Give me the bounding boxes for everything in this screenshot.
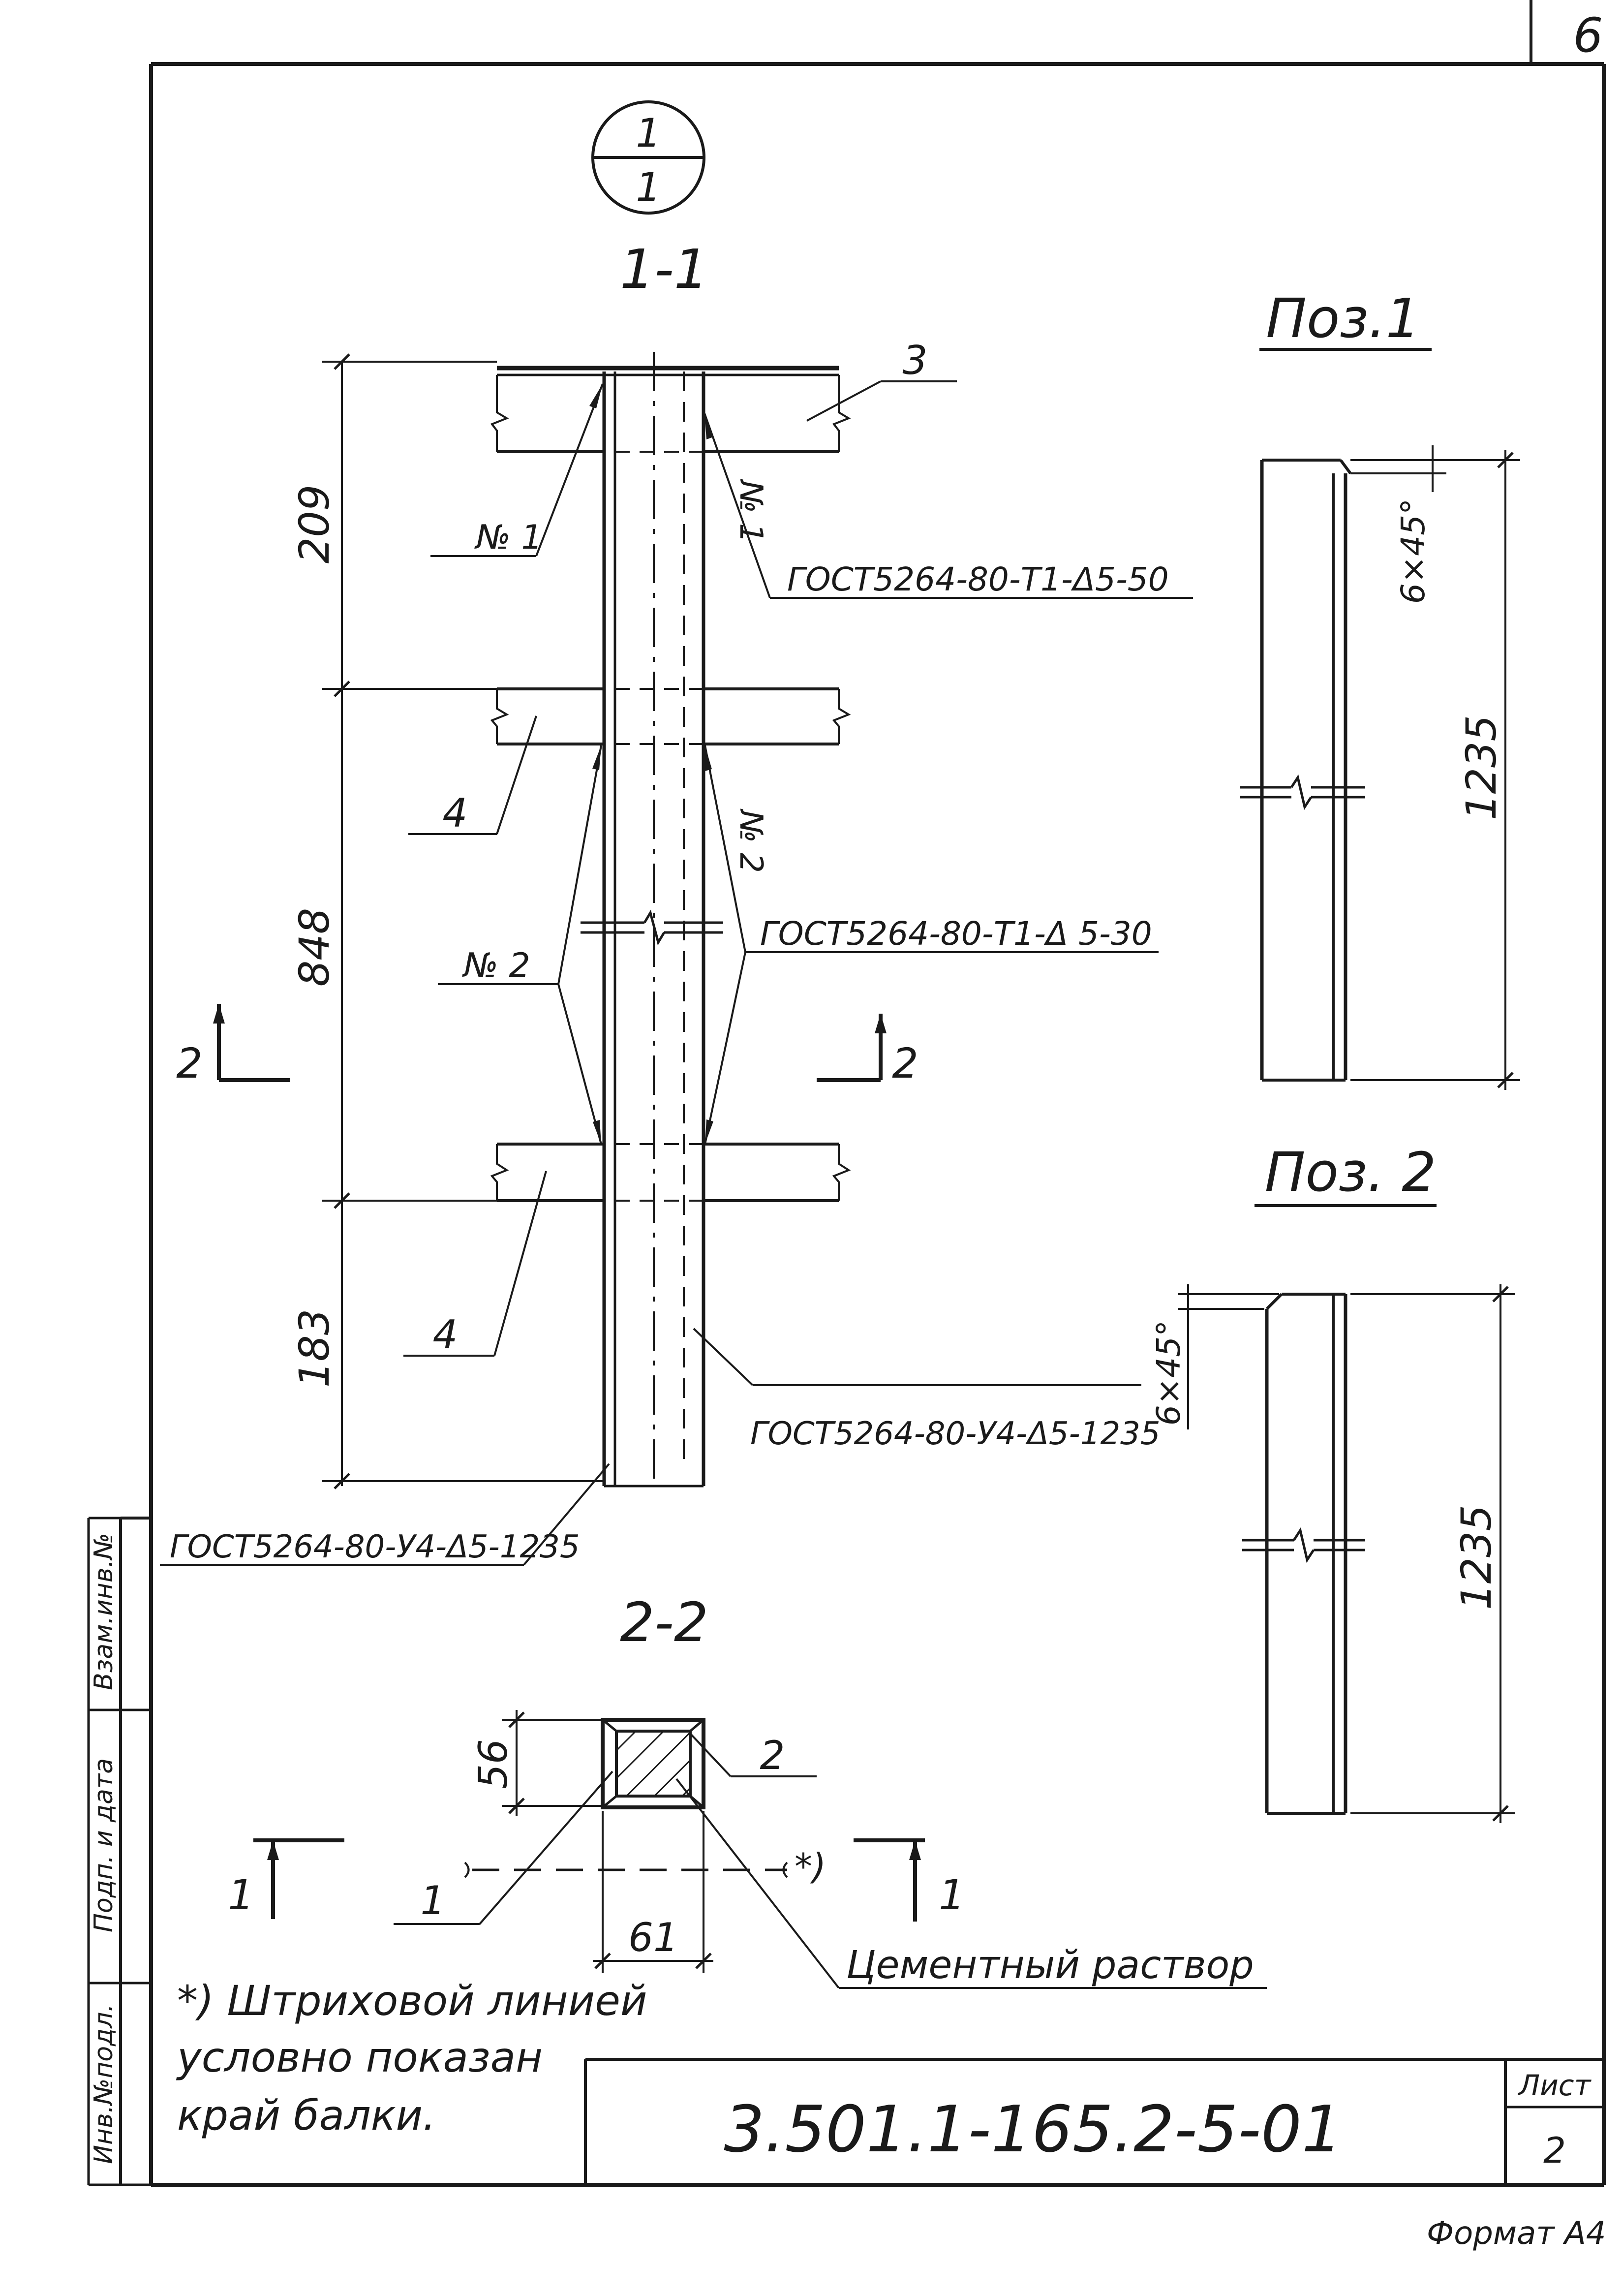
gost-u4-left: ГОСТ5264-80-У4-Δ5-1235 [170,1529,580,1565]
dim-56-line [502,1710,603,1816]
pos1-chamfer: 6×45° [1394,498,1432,604]
cut-mark-2-left-label: 2 [176,1039,202,1087]
section-2-2-title: 2-2 [620,1591,708,1654]
stamp-inv-podl: Инв.№подл. [89,2004,119,2164]
sheet-label: Лист [1518,2069,1592,2102]
section-2-2-callout-1-leader [394,1770,613,1925]
dim-61: 61 [628,1915,678,1960]
callout-item-3-leader [806,380,957,422]
stamp-vzam-inv: Взам.инв.№ [89,1533,119,1690]
section-2-2-callout-1: 1 [421,1878,446,1924]
mortar-leader [675,1778,1267,1989]
weld-2-right-leader [704,745,1159,1145]
callout-item-4-upper-leader [408,715,537,835]
pos1-dimensions [1350,445,1520,1090]
dim-56: 56 [470,1739,516,1789]
gost-u4-left-leader [160,1463,610,1566]
pos2-dimensions [1178,1284,1515,1823]
dim-209: 209 [290,485,338,563]
note-line-3: край балки. [177,2091,436,2140]
callout-item-4-lower: 4 [433,1312,458,1358]
sheet-format: Формат А4 [1427,2215,1606,2252]
dim-61-line [593,1811,713,1973]
stamp-podp-data: Подп. и дата [89,1758,119,1932]
pos1-bar [1240,459,1365,1082]
mortar-label: Цементный раствор [846,1943,1254,1987]
section-1-1-dimension-line [322,353,604,1489]
gost-t1-50: ГОСТ5264-80-Т1-Δ5-50 [787,560,1169,598]
gost-t1-30: ГОСТ5264-80-Т1-Δ 5-30 [760,915,1152,953]
pos2-bar [1242,1293,1365,1815]
section-1-1-beam-upper [490,687,851,745]
dim-183: 183 [290,1309,338,1388]
side-stamp [87,1517,153,2186]
pos2-chamfer: 6×45° [1150,1320,1188,1426]
cut-mark-1-left-label: 1 [228,1871,254,1919]
section-2-2-beam-edge-dashed [464,1862,788,1878]
weld-2-left-leader [438,745,602,1145]
weld-1-left-label: № 1 [474,518,543,557]
weld-2-left-label: № 2 [461,946,530,985]
weld-1-right-leader [704,413,1193,599]
cut-mark-1-left [253,1838,344,1919]
section-1-1-title: 1-1 [620,238,708,301]
node-bottom-number: 1 [636,164,661,210]
title-block [584,2058,1604,2185]
cut-mark-1-right [854,1838,925,1922]
weld-1-right-label: № 1 [733,479,769,543]
cut-mark-2-right [817,1014,887,1082]
section-2-2-callout-2-leader [690,1734,817,1777]
cut-mark-2-left [213,1004,290,1082]
note-line-1: *) Штриховой линией [177,1977,647,2025]
section-2-2-callout-2: 2 [760,1733,785,1778]
sheet-number: 2 [1543,2130,1566,2171]
sheet-frame [149,0,1606,2187]
section-2-2-cross-section [601,1718,705,1809]
pos2-length: 1235 [1452,1505,1500,1610]
pos1-length: 1235 [1457,715,1505,820]
section-1-1-beam-lower [490,1143,851,1202]
section-2-2-asterisk-mark: *) [795,1846,826,1887]
dim-848: 848 [290,908,338,987]
callout-item-4-lower-leader [403,1171,547,1357]
drawing-designation: 3.501.1-165.2-5-01 [724,2092,1342,2167]
note-line-2: условно показан [176,2033,543,2081]
weld-1-left-leader [430,383,604,557]
pos2-title: Поз. 2 [1265,1141,1436,1204]
node-reference [591,100,705,215]
node-top-number: 1 [636,110,661,156]
callout-item-4-upper: 4 [443,790,468,836]
gost-u4-right-leader [693,1328,1141,1386]
gost-u4-right: ГОСТ5264-80-У4-Δ5-1235 [750,1416,1161,1452]
section-1-1-top-member [490,366,851,453]
weld-2-right-label: № 2 [733,808,769,873]
cut-mark-1-right-label: 1 [939,1871,965,1919]
section-1-1-column [581,352,723,1488]
callout-item-3: 3 [903,338,928,383]
cut-mark-2-right-label: 2 [892,1039,918,1087]
pos1-title: Поз.1 [1266,287,1420,350]
page-number: 6 [1573,8,1603,63]
